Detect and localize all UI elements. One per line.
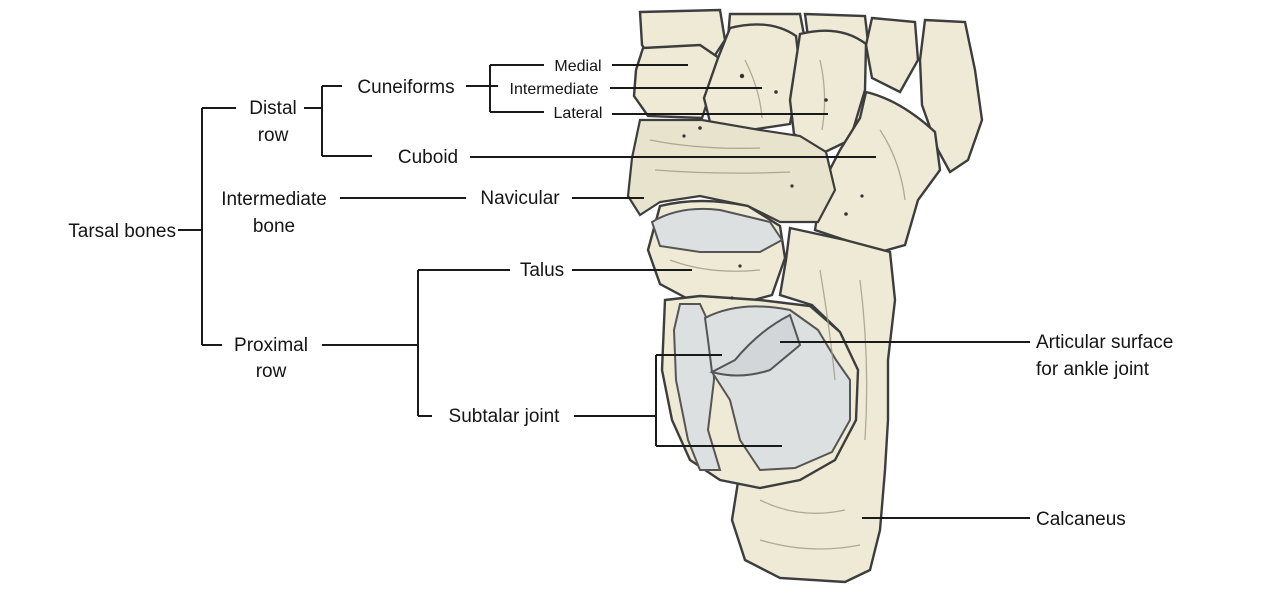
label-cuneiforms: Cuneiforms — [357, 77, 454, 98]
leader-lines — [178, 64, 1030, 519]
label-intermediate-bone-1: Intermediate — [221, 189, 327, 210]
label-cuboid: Cuboid — [398, 147, 458, 168]
label-navicular: Navicular — [480, 188, 560, 209]
navicular — [626, 118, 837, 224]
label-intermediate-bone-2: bone — [253, 216, 295, 237]
metatarsal-4 — [864, 16, 920, 94]
label-tarsal-bones: Tarsal bones — [68, 221, 176, 242]
foot-illustration — [626, 8, 984, 584]
label-intermediate: Intermediate — [510, 81, 599, 98]
label-proximal-row-2: row — [256, 361, 287, 382]
labels: Tarsal bones Distal row Intermediate bon… — [68, 58, 1173, 530]
label-subtalar-joint: Subtalar joint — [449, 406, 561, 427]
label-proximal-row-1: Proximal — [234, 335, 308, 356]
label-lateral: Lateral — [554, 105, 603, 122]
label-calcaneus: Calcaneus — [1036, 509, 1126, 530]
ankle-articular-surface — [703, 305, 851, 472]
label-articular-surface-1: Articular surface — [1036, 332, 1173, 353]
talus-head-facet — [650, 207, 784, 253]
label-articular-surface-2: for ankle joint — [1036, 359, 1150, 380]
medial-cuneiform — [632, 43, 724, 120]
label-distal-row-2: row — [258, 125, 289, 146]
label-talus: Talus — [520, 260, 564, 281]
trochlea-ridge — [709, 313, 802, 377]
label-distal-row-1: Distal — [249, 98, 297, 119]
label-medial: Medial — [554, 58, 601, 75]
